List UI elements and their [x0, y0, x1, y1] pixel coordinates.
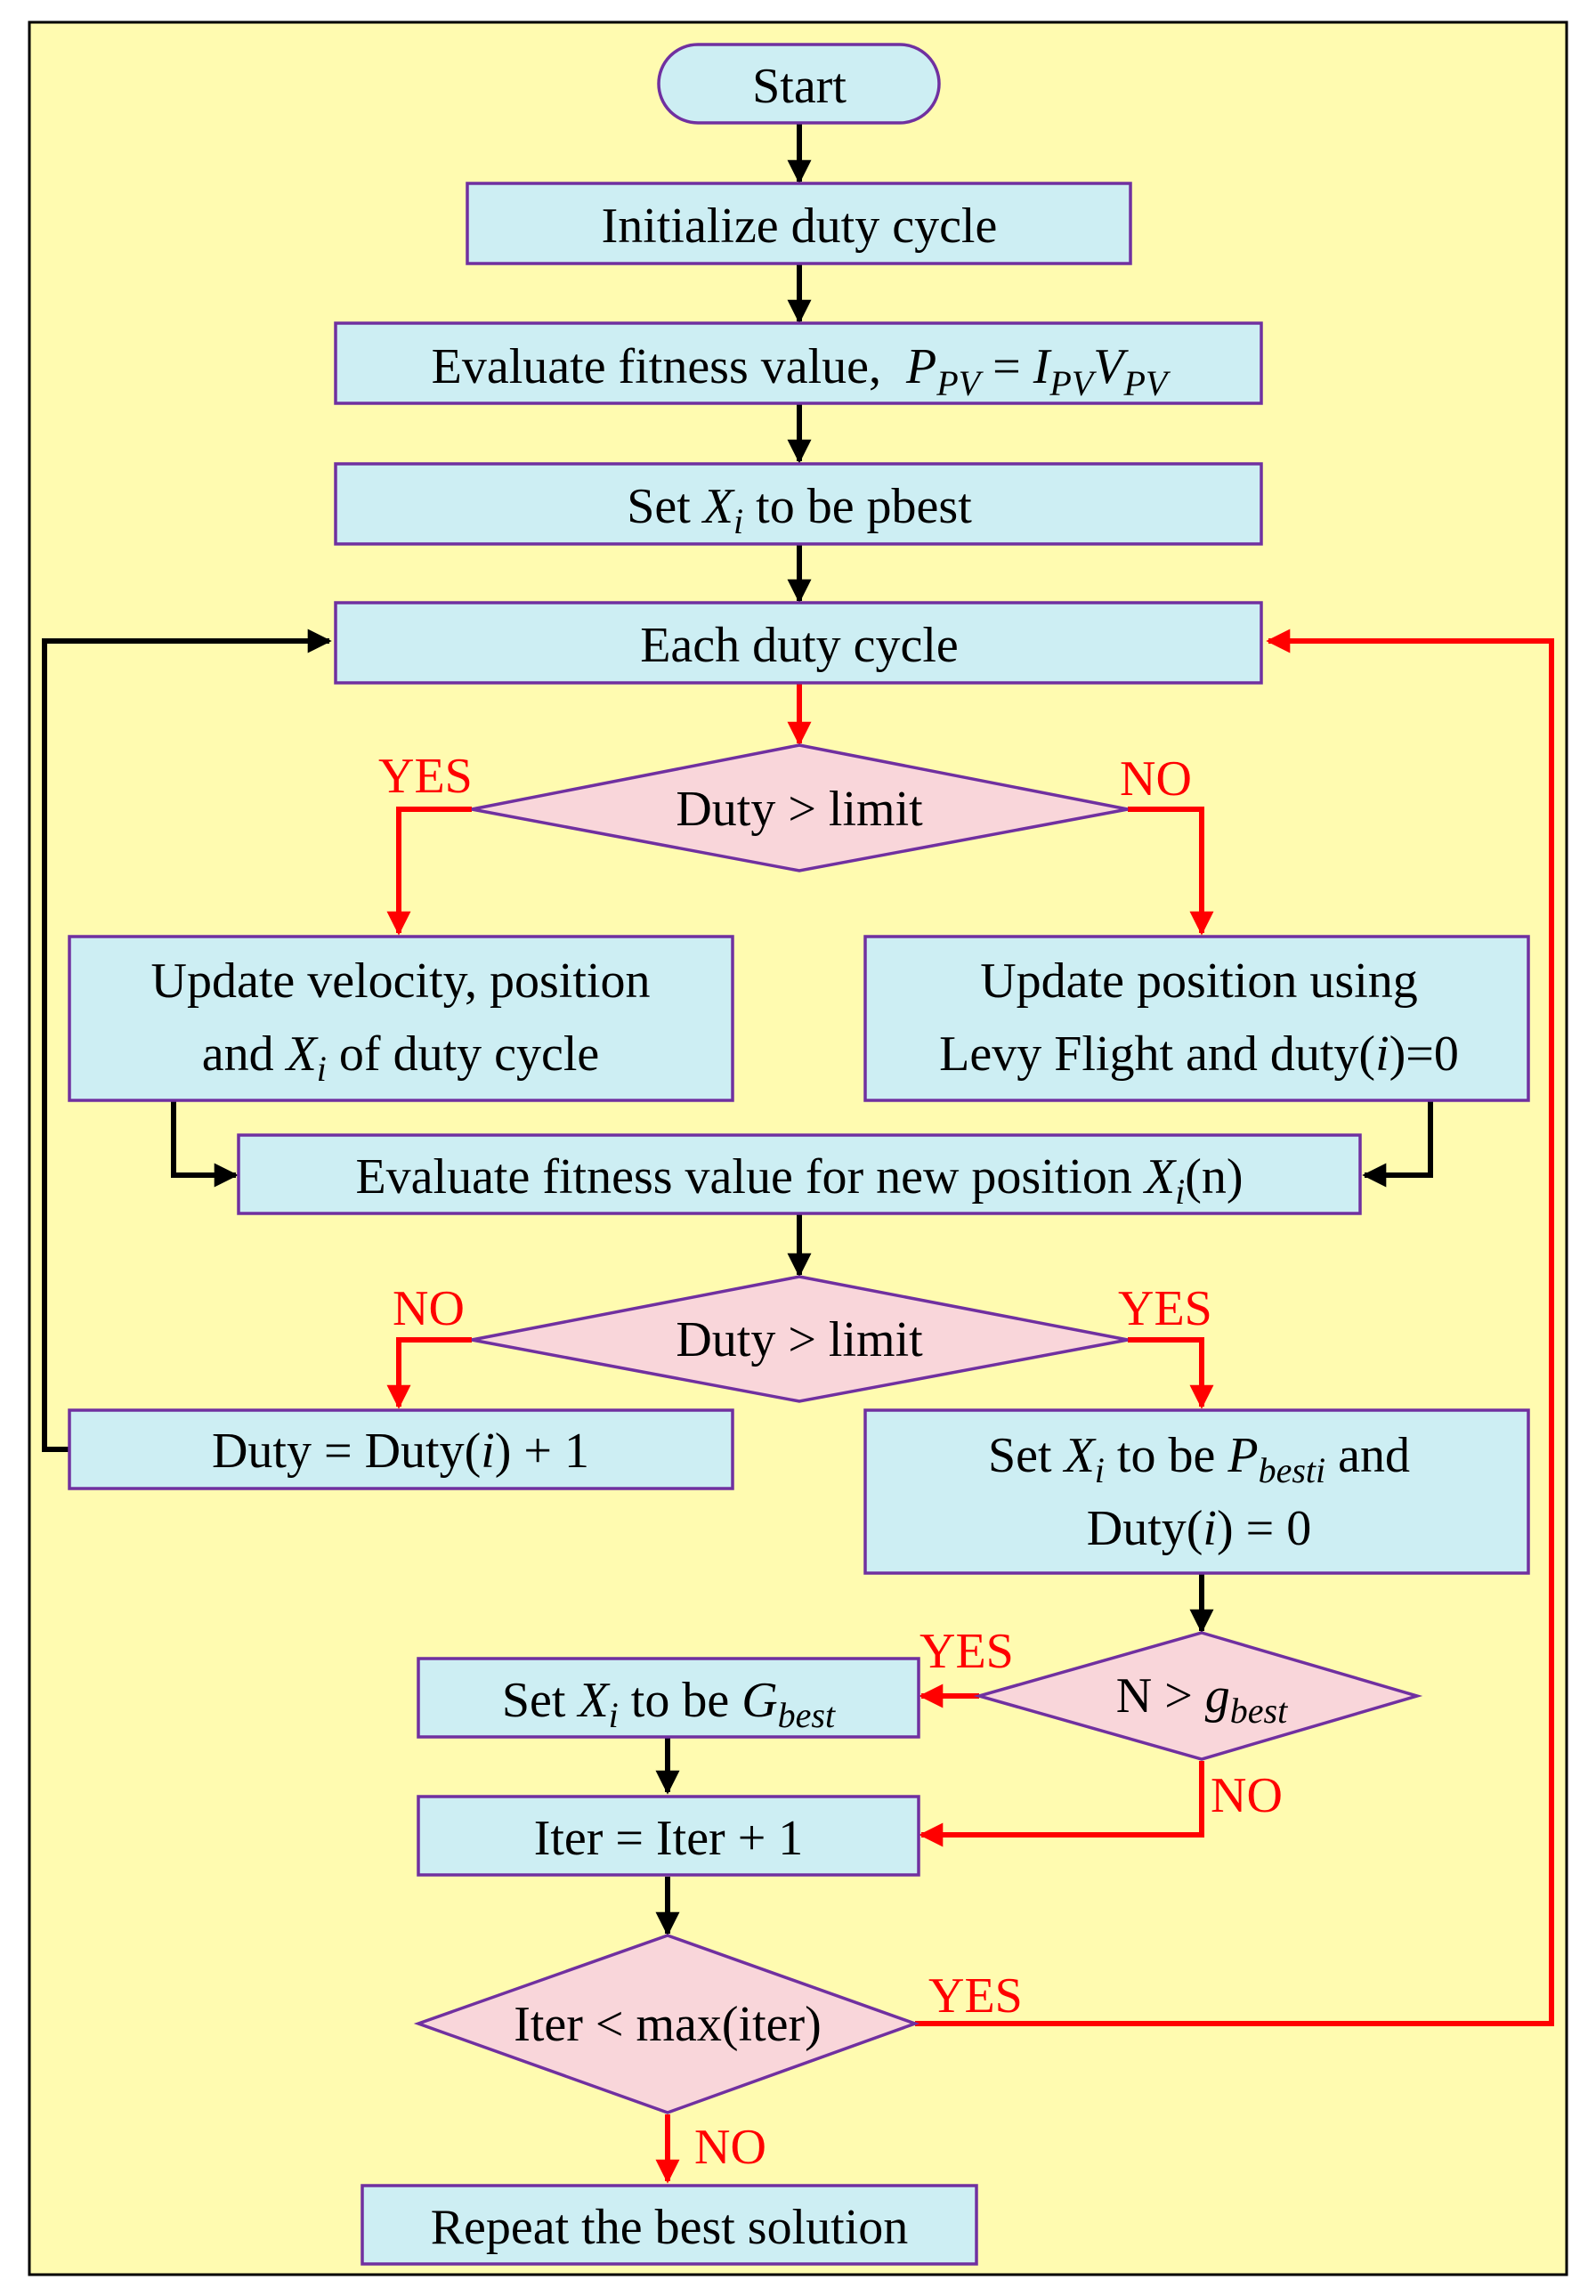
node-repeat-best: Repeat the best solution [361, 2184, 978, 2266]
decision3-no-label: NO [1211, 1768, 1283, 1823]
decision2-label: Duty > limit [676, 1312, 923, 1367]
decision2-yes-label: YES [1118, 1281, 1212, 1336]
update-velocity-line1: Update velocity, position [151, 953, 651, 1009]
arrow-dutyinc-loop-back [42, 629, 332, 1452]
node-set-gbest: Set Xi to be Gbest [417, 1657, 920, 1739]
decision2-no-label: NO [393, 1281, 465, 1336]
decision3-yes-label: YES [920, 1624, 1014, 1679]
node-evaluate-fitness: Evaluate fitness value, PPV = IPVVPV [334, 321, 1263, 405]
initialize-label: Initialize duty cycle [602, 199, 998, 254]
update-levy-line2: Levy Flight and duty(i)=0 [939, 1026, 1459, 1082]
decision1-no-label: NO [1120, 751, 1192, 807]
decision-n-gbest: N > gbest [973, 1631, 1423, 1761]
node-start: Start [657, 43, 941, 125]
decision3-label: N > gbest [1116, 1668, 1288, 1731]
set-pbesti-line1: Set Xi to be Pbesti and [988, 1428, 1410, 1490]
duty-increment-label: Duty = Duty(i) + 1 [212, 1424, 589, 1479]
each-duty-cycle-label: Each duty cycle [640, 618, 959, 673]
node-initialize: Initialize duty cycle [466, 182, 1132, 265]
decision1-yes-label: YES [378, 749, 473, 804]
node-update-levy: Update position using Levy Flight and du… [863, 935, 1530, 1102]
arrow-decision2-no [386, 1337, 472, 1409]
arrow-decision3-no [919, 1761, 1204, 1847]
decision-iter-max: Iter < max(iter) [413, 1934, 920, 2114]
decision-duty-limit-1: Duty > limit [471, 743, 1129, 872]
set-pbesti-line2: Duty(i) = 0 [1087, 1501, 1311, 1556]
evaluate-new-label: Evaluate fitness value for new position … [355, 1149, 1243, 1212]
start-label: Start [752, 59, 847, 114]
arrow-levy-to-evalnew [1362, 1101, 1433, 1188]
node-iter-increment: Iter = Iter + 1 [417, 1795, 920, 1877]
decision4-label: Iter < max(iter) [514, 1997, 822, 2052]
decision-duty-limit-2: Duty > limit [471, 1275, 1129, 1403]
node-duty-increment: Duty = Duty(i) + 1 [68, 1408, 734, 1490]
node-update-velocity: Update velocity, position and Xi of duty… [68, 935, 734, 1102]
branch-labels: YES NO NO YES YES NO YES NO [378, 749, 1283, 2175]
update-levy-line1: Update position using [980, 953, 1418, 1009]
arrow-velocity-to-evalnew [171, 1101, 239, 1188]
decision1-label: Duty > limit [676, 782, 923, 837]
update-velocity-line2: and Xi of duty cycle [202, 1026, 600, 1089]
arrow-decision2-yes [1128, 1337, 1214, 1409]
evaluate-fitness-label: Evaluate fitness value, PPV = IPVVPV [432, 339, 1171, 403]
iter-increment-label: Iter = Iter + 1 [534, 1811, 804, 1866]
node-set-pbesti: Set Xi to be Pbesti and Duty(i) = 0 [863, 1408, 1530, 1575]
set-pbest-label: Set Xi to be pbest [627, 479, 972, 541]
repeat-best-label: Repeat the best solution [431, 2200, 909, 2255]
arrow-decision1-yes [386, 807, 472, 936]
node-set-pbest: Set Xi to be pbest [334, 462, 1263, 546]
node-each-duty-cycle: Each duty cycle [334, 601, 1263, 685]
set-gbest-label: Set Xi to be Gbest [502, 1673, 836, 1735]
arrow-decision1-no [1128, 807, 1214, 936]
decision4-yes-label: YES [928, 1968, 1023, 2024]
arrow-decision4-yes-loop [915, 629, 1554, 2026]
decision4-no-label: NO [694, 2120, 766, 2175]
connectors [42, 123, 1554, 2184]
node-evaluate-new-position: Evaluate fitness value for new position … [237, 1133, 1362, 1215]
